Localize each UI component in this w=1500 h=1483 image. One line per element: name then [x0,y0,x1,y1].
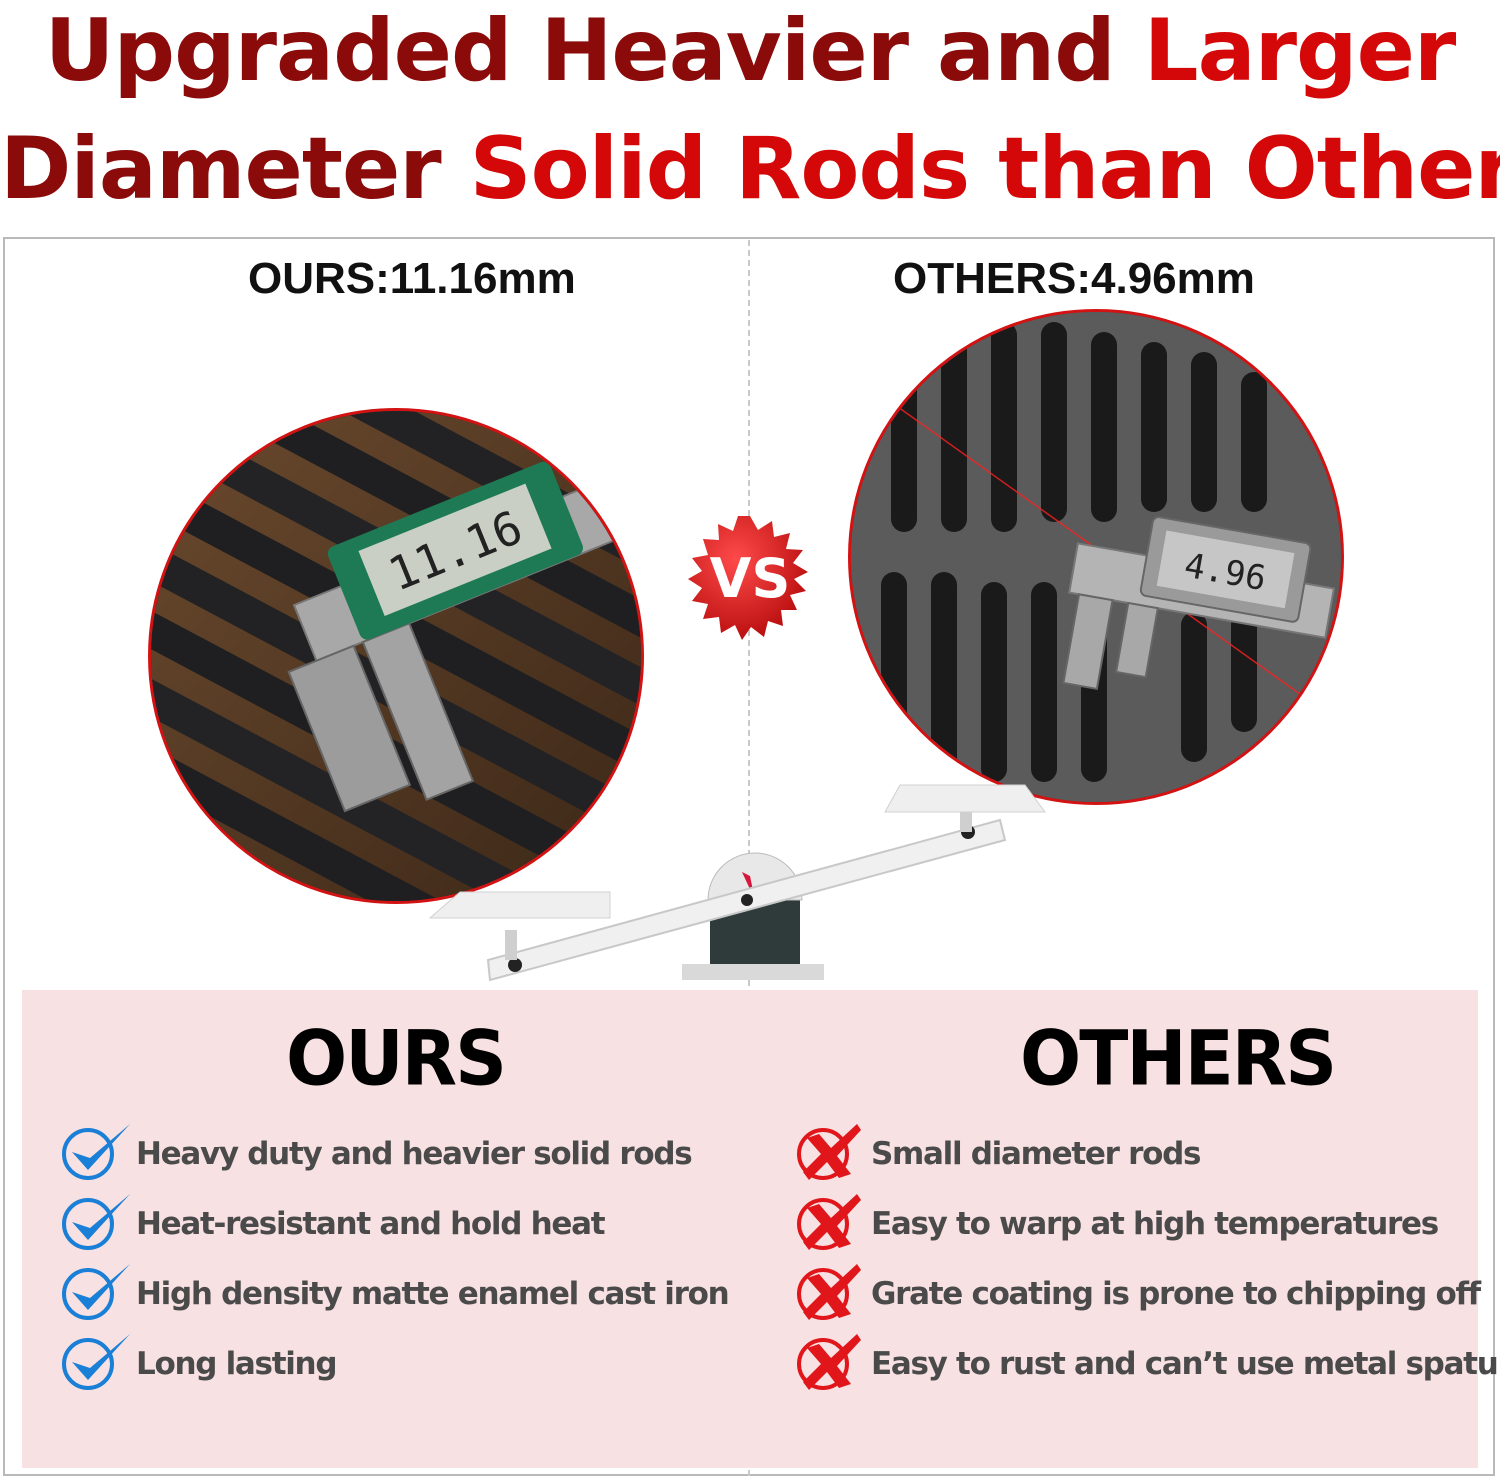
headline-part: Upgraded Heavier and [44,1,1144,101]
cross-icon [797,1264,861,1320]
cross-icon [797,1334,861,1390]
headline-part: Diameter [0,119,470,219]
ours-item: High density matte enamel cast iron [60,1262,730,1322]
others-measurement-label: OTHERS:4.96mm [893,254,1255,303]
others-item-text: Easy to warp at high temperatures [871,1206,1439,1242]
others-item: Easy to rust and can’t use metal spatula [795,1332,1500,1392]
headline-part: Larger [1143,1,1457,101]
ours-title: OURS [286,1013,507,1103]
vs-badge: VS [688,516,808,640]
ours-measurement-label: OURS:11.16mm [248,254,576,303]
ours-item-text: Heat-resistant and hold heat [136,1206,606,1242]
others-caliper-photo: 4.96 [848,309,1344,805]
others-item: Small diameter rods [795,1122,1475,1182]
cross-icon [797,1194,861,1250]
check-icon [62,1124,130,1180]
ours-item-text: Long lasting [136,1346,338,1382]
ours-item-text: Heavy duty and heavier solid rods [136,1136,693,1172]
check-icon [62,1264,130,1320]
comparison-panel [22,990,1478,1468]
ours-item-text: High density matte enamel cast iron [136,1276,730,1312]
headline-line-2: Diameter Solid Rods than Others [0,126,1500,212]
ours-item: Heavy duty and heavier solid rods [60,1122,720,1182]
others-item: Easy to warp at high temperatures [795,1192,1475,1252]
check-icon [62,1194,130,1250]
headline-line-1: Upgraded Heavier and Larger [0,8,1500,94]
seesaw-illustration [428,784,1046,982]
ours-item: Long lasting [60,1332,720,1392]
check-icon [62,1334,130,1390]
headline-part: Solid Rods than Others [469,119,1500,219]
vs-label: VS [710,547,791,610]
ours-item: Heat-resistant and hold heat [60,1192,720,1252]
others-item-text: Grate coating is prone to chipping off [871,1276,1481,1312]
others-item-text: Easy to rust and can’t use metal spatula [871,1346,1500,1382]
others-title: OTHERS [1020,1013,1337,1103]
cross-icon [797,1124,861,1180]
others-item-text: Small diameter rods [871,1136,1201,1172]
others-item: Grate coating is prone to chipping off [795,1262,1481,1322]
